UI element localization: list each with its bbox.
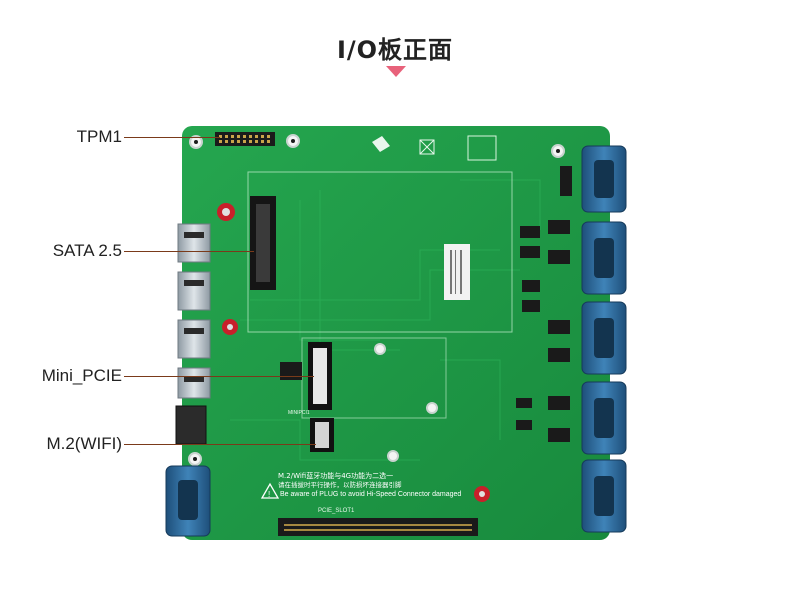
usb-ports (177, 223, 211, 399)
callout-minipcie: Mini_PCIE (41, 366, 122, 385)
pcie-slot (278, 518, 478, 536)
callout-m2-wifi: M.2(WIFI) (46, 434, 122, 453)
minipcie-label: MINIPCI1 (288, 410, 310, 416)
leader-tpm1 (124, 137, 220, 138)
leader-sata (124, 251, 254, 252)
pcie-slot-label: PCIE_SLOT1 (318, 508, 355, 514)
title-down-arrow-icon (386, 66, 406, 77)
serial-connectors (581, 145, 627, 533)
pcb-board (182, 126, 610, 540)
callout-sata: SATA 2.5 (52, 241, 122, 260)
page-title: I/O板正面 (336, 36, 454, 64)
silkscreen-note-cn: 请在插拔时平行操作，以防损坏连接器引脚 (278, 480, 402, 489)
tpm-header (215, 132, 275, 146)
callout-tpm1: TPM1 (76, 127, 122, 146)
silkscreen-warning-cn: M.2/Wifi蓝牙功能与4G功能为二选一 (278, 471, 393, 480)
svg-text:!: ! (268, 490, 270, 499)
leader-m2-wifi (124, 444, 316, 445)
silkscreen-warning-en: Be aware of PLUG to avoid Hi-Speed Conne… (280, 491, 461, 498)
leader-minipcie (124, 376, 314, 377)
